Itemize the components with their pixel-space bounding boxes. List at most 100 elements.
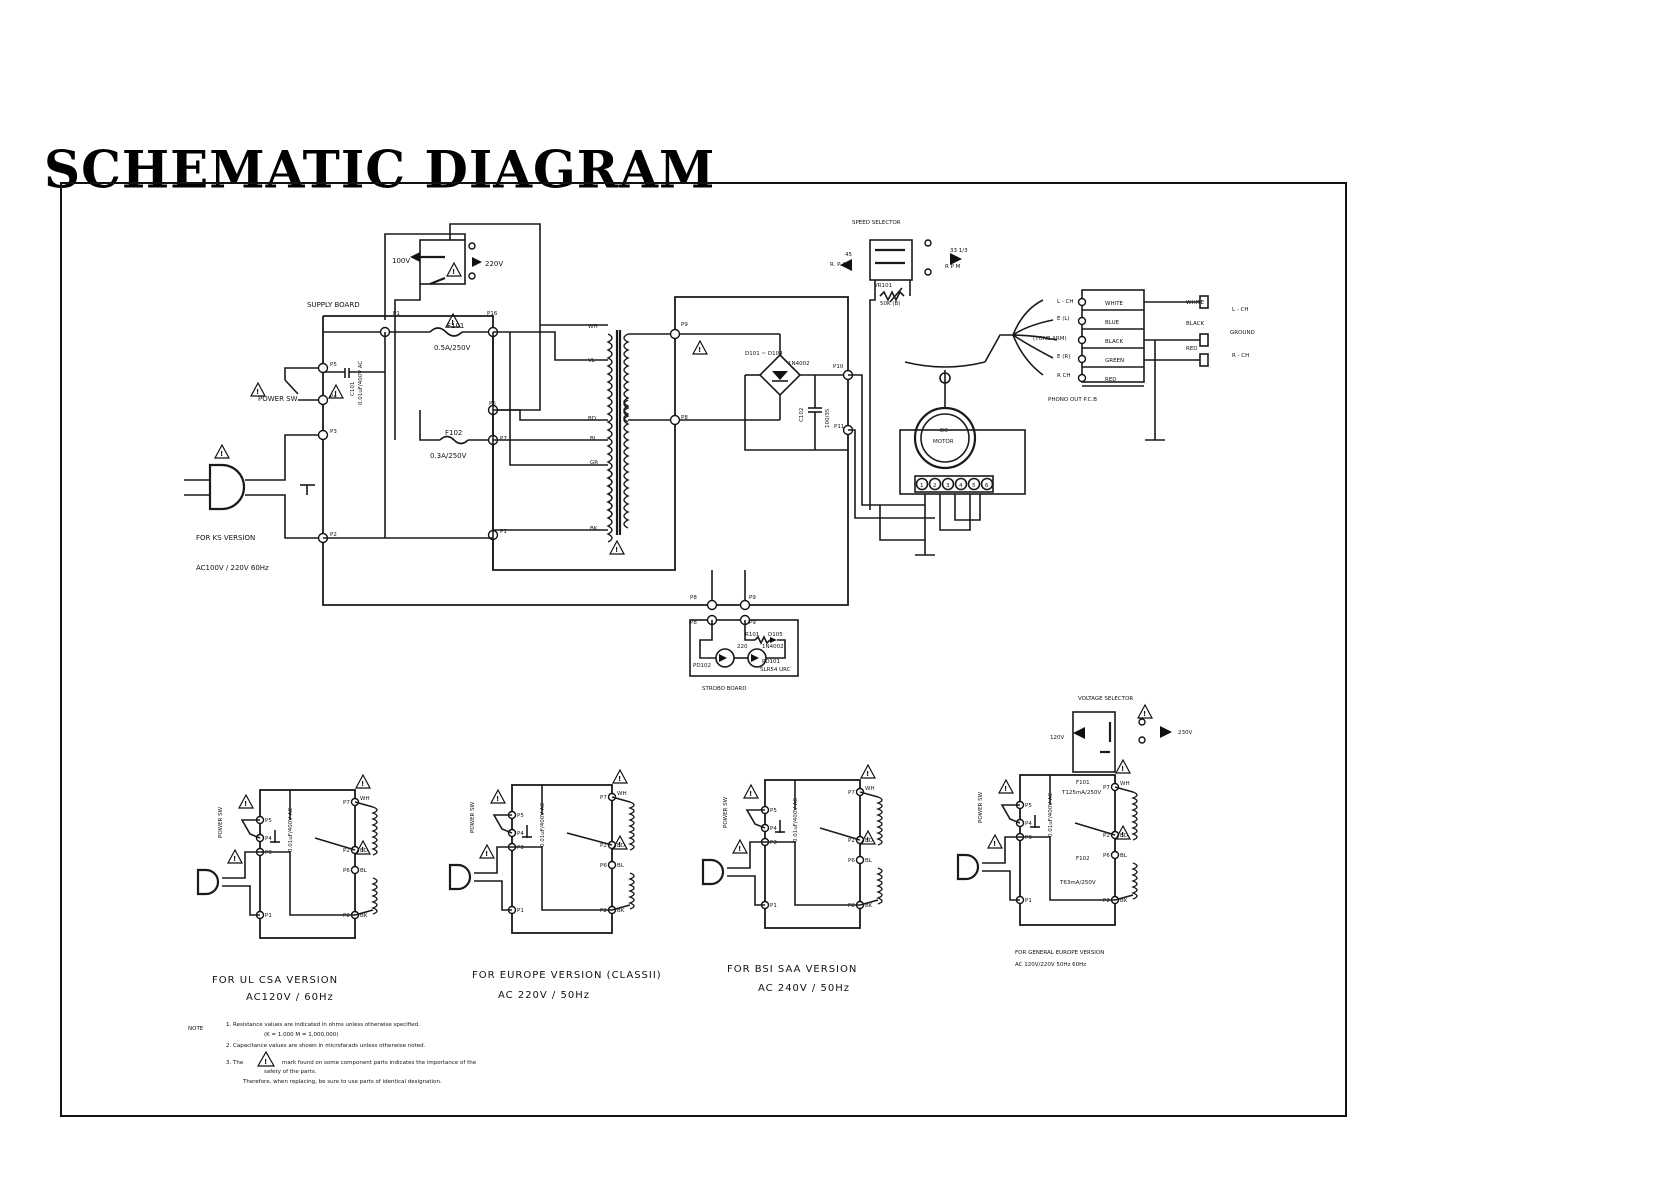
variant-ul-csa-warn-c: ! — [354, 839, 372, 855]
variant-ul-csa-power-sw: POWER SW — [218, 806, 224, 838]
speed-selector: SPEED SELECTOR 45 R. P. M 33 1/3 R P M V… — [830, 220, 968, 307]
node-p16: P16 — [487, 311, 498, 317]
variant-general-europe-p4: P4 — [1025, 821, 1032, 827]
bridge-rectifier: D101 ~ D104 1N4002 — [675, 333, 848, 451]
variant-general-europe-warn-c: ! — [1114, 824, 1132, 840]
phono-node — [1077, 316, 1087, 326]
caption-general-europe-sub: AC 120V/220V 50Hz 60Hz — [1015, 962, 1086, 968]
vs-f102: F102 — [1076, 856, 1090, 862]
variant-ul-csa-warn-d: ! — [226, 848, 244, 864]
ground-out: GROUND — [1230, 330, 1255, 336]
variant-europe-power-sw: POWER SW — [470, 801, 476, 833]
fuse-f101: F101 0.5A/250V — [323, 322, 493, 352]
node-p9: P9 — [681, 322, 688, 328]
vs-f102-value: T63mA/250V — [1059, 880, 1096, 886]
diode-part: 1N4002 — [788, 361, 810, 367]
phono-color-black: BLACK — [1105, 339, 1123, 345]
variant-ul-csa-warn-a-glyph: ! — [361, 780, 364, 788]
node-p7: P7 — [500, 436, 507, 442]
pd101: PD101 — [762, 659, 780, 665]
variant-europe-p7: P7 — [600, 795, 607, 801]
variant-europe-warn-c-glyph: ! — [618, 841, 621, 849]
warning-icon-5: ! — [691, 339, 709, 355]
variant-general-europe-bl: BL — [1120, 853, 1128, 859]
variant-europe-warn-b: ! — [489, 788, 507, 804]
motor-pin-label-1: 1 — [920, 483, 924, 489]
variant-bsi-saa-cap: 0.01uF/400V AC — [793, 798, 799, 842]
motor-pin-2 — [928, 477, 942, 491]
supply-board-label: SUPPLY BOARD — [307, 301, 360, 309]
diode-ref: D101 ~ D104 — [745, 351, 783, 357]
variant-bsi-saa-bl: BL — [865, 858, 873, 864]
notes-label: NOTE — [188, 1026, 204, 1032]
variant-europe-warn-d: ! — [478, 843, 496, 859]
note-1: 1. Resistance values are indicated in oh… — [226, 1022, 420, 1028]
capacitor-c102: C102 100/35 — [799, 375, 831, 450]
r101-value: 220 — [737, 644, 748, 650]
variant-europe-p2b: P2 — [600, 908, 607, 914]
phono-color-green: GREEN — [1105, 358, 1124, 364]
supply-board-outline — [322, 296, 849, 606]
switch-100v-label: 100V — [392, 257, 410, 265]
variant-bsi-saa-p6: P6 — [848, 858, 855, 864]
variant-general-europe-bk: BK — [1120, 898, 1128, 904]
variant-general-europe-warn-a-glyph: ! — [1121, 765, 1124, 773]
variant-ul-csa-warn-b: ! — [237, 793, 255, 809]
vs-120v: 120V — [1050, 735, 1064, 741]
vs-230v: 230V — [1178, 730, 1192, 736]
motor-pin-5 — [967, 477, 981, 491]
out-red: RED — [1186, 346, 1198, 352]
variant-europe-bl: BL — [617, 863, 625, 869]
variant-bsi-saa-power-sw: POWER SW — [723, 796, 729, 828]
variant-ul-csa-bk: BK — [360, 913, 368, 919]
variant-bsi-saa-p2b: P2 — [848, 903, 855, 909]
rpm45-unit: R. P. M — [830, 262, 848, 268]
warning-marks-main: !!!!!!!! — [213, 261, 1154, 719]
variant-captions: FOR UL CSA VERSION AC120V / 60Hz FOR EUR… — [212, 950, 1104, 1003]
vs-f101: F101 — [1076, 780, 1090, 786]
note-warning-icon: ! — [256, 1050, 276, 1067]
tx-bd: BD — [588, 416, 596, 422]
variant-ul-csa-p6: P6 — [343, 868, 350, 874]
rpm33-unit: R P M — [945, 264, 961, 270]
phono-node — [1077, 297, 1087, 307]
fuse-f102: F102 0.3A/250V — [419, 410, 493, 460]
phono-el: E (L) — [1057, 316, 1070, 322]
warning-icon-7-glyph: ! — [1143, 710, 1146, 718]
note-3c: safety of the parts. — [264, 1069, 317, 1075]
phono-rch: R CH — [1057, 373, 1071, 379]
variant-general-europe-warn-d-glyph: ! — [993, 840, 996, 848]
variant-ul-csa-wh: WH — [360, 796, 370, 802]
node-p4: P4 — [330, 394, 337, 400]
d105-part: 1N4002 — [762, 644, 784, 650]
phono-color-blue: BLUE — [1105, 320, 1120, 326]
variant-ul-csa-bd: BD — [360, 848, 368, 854]
variant-europe-cap: 0.01uF/400V AC — [540, 803, 546, 847]
caption-europe-sub: AC 220V / 50Hz — [498, 990, 590, 1001]
speed-selector-label: SPEED SELECTOR — [852, 220, 901, 226]
variant-bsi-saa-p1: P1 — [770, 903, 777, 909]
fuse-f101-ref: F101 — [447, 322, 464, 330]
phono-node — [1077, 373, 1087, 383]
vr101-value: 50K (B) — [880, 301, 900, 307]
variant-bsi-saa-p7: P7 — [848, 790, 855, 796]
voltage-selector: VOLTAGE SELECTOR 120V 230V F101 T125mA/2… — [1050, 696, 1192, 886]
phono-lch: L - CH — [1057, 299, 1074, 305]
variant-europe-warn-a-glyph: ! — [618, 775, 621, 783]
warning-icon-3: ! — [445, 261, 463, 277]
variant-general-europe-p3: P3 — [1025, 835, 1032, 841]
variant-bsi-saa-warn-c-glyph: ! — [866, 836, 869, 844]
variant-ul-csa-p4: P4 — [265, 836, 272, 842]
fuse-f102-value: 0.3A/250V — [430, 452, 467, 460]
tx-wh: WH — [588, 324, 598, 330]
warning-icon-4: ! — [444, 312, 462, 328]
warning-icon-7: ! — [1136, 703, 1154, 719]
phono-out-label: PHONO OUT P.C.B — [1048, 397, 1097, 403]
note-warning-glyph: ! — [264, 1058, 267, 1066]
variant-europe-p1: P1 — [517, 908, 524, 914]
variant-bsi-saa-bk: BK — [865, 903, 873, 909]
